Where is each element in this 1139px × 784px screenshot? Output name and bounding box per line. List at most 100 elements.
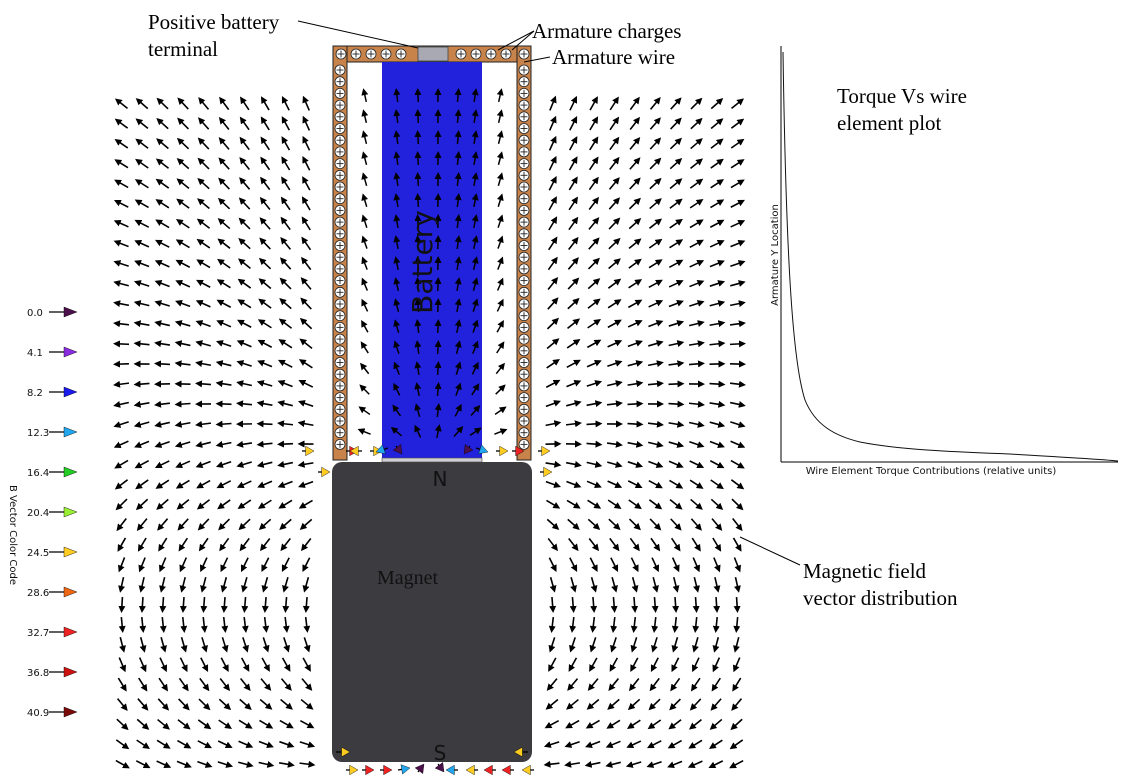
field-vector-arrow bbox=[690, 677, 701, 692]
strong-field-arrow bbox=[501, 764, 514, 776]
field-vector-arrow bbox=[649, 137, 662, 150]
field-vector-arrow bbox=[299, 741, 316, 748]
field-vector-arrow bbox=[627, 319, 643, 328]
armature-charge bbox=[518, 298, 530, 310]
field-vector-arrow bbox=[606, 719, 621, 729]
armature-charge bbox=[334, 169, 346, 181]
field-vector-arrow bbox=[730, 479, 745, 490]
strong-field-arrow bbox=[434, 762, 445, 773]
battery-field-vector-arrow bbox=[434, 340, 442, 355]
field-vector-arrow bbox=[118, 576, 125, 593]
field-vector-arrow bbox=[154, 360, 171, 368]
armature-charge bbox=[334, 64, 346, 76]
field-vector-arrow bbox=[301, 196, 311, 211]
battery-field-vector-arrow bbox=[393, 235, 401, 250]
field-vector-arrow bbox=[134, 459, 150, 469]
strong-field-arrow bbox=[375, 444, 389, 455]
field-vector-arrow bbox=[547, 236, 558, 251]
field-vector-arrow bbox=[133, 320, 150, 328]
field-vector-arrow bbox=[626, 719, 641, 729]
field-vector-arrow bbox=[238, 740, 254, 749]
field-vector-arrow bbox=[303, 616, 311, 633]
armature-charge bbox=[334, 204, 346, 216]
legend-entry-arrowhead bbox=[63, 386, 78, 398]
field-vector-arrow bbox=[567, 297, 580, 310]
legend-entry-arrowhead bbox=[63, 506, 78, 518]
field-vector-arrow bbox=[283, 637, 290, 653]
field-vector-arrow bbox=[688, 739, 703, 749]
field-vector-arrow bbox=[197, 157, 210, 170]
field-vector-arrow bbox=[302, 95, 311, 111]
field-vector-arrow bbox=[135, 98, 149, 110]
armature-charge bbox=[334, 368, 346, 380]
field-vector-arrow bbox=[258, 518, 272, 531]
field-vector-arrow bbox=[672, 577, 680, 593]
field-vector-arrow bbox=[692, 596, 700, 613]
armature-charge bbox=[334, 158, 346, 170]
field-vector-arrow bbox=[586, 698, 600, 710]
field-vector-arrow bbox=[688, 421, 705, 428]
armature-charge bbox=[350, 48, 362, 60]
armature-charge bbox=[518, 99, 530, 111]
battery-field-vector-arrow bbox=[434, 298, 442, 313]
field-vector-arrow bbox=[627, 480, 643, 489]
field-vector-arrow bbox=[277, 480, 293, 488]
strong-field-vectors bbox=[302, 444, 553, 776]
field-vector-arrow bbox=[631, 577, 639, 593]
field-vector-arrow bbox=[546, 678, 558, 691]
field-vector-arrow bbox=[668, 719, 682, 730]
field-vector-arrow bbox=[261, 596, 269, 613]
armature-charge bbox=[518, 134, 530, 146]
field-vector-arrow bbox=[178, 537, 189, 552]
field-vector-arrow bbox=[139, 616, 147, 633]
battery-field-vector-arrow bbox=[496, 277, 504, 291]
field-vector-arrow bbox=[586, 420, 603, 428]
battery-field-vector-arrow bbox=[414, 193, 422, 208]
legend-entry-arrowhead bbox=[63, 626, 78, 638]
field-vector-arrow bbox=[627, 299, 643, 309]
field-vector-arrow bbox=[693, 577, 700, 593]
plot-title: Torque Vs wire bbox=[837, 84, 967, 108]
armature-charge bbox=[334, 403, 346, 415]
field-vector-arrow bbox=[667, 760, 683, 768]
field-vector-arrow bbox=[628, 499, 642, 510]
field-vector-arrow bbox=[648, 698, 661, 711]
armature-charge bbox=[334, 146, 346, 158]
field-vector-arrow bbox=[300, 698, 314, 710]
field-vector-arrow bbox=[692, 557, 701, 573]
armature-charge bbox=[334, 380, 346, 392]
field-vector-arrow bbox=[135, 498, 149, 511]
field-vector-arrow bbox=[688, 340, 705, 348]
field-vector-arrow bbox=[627, 340, 643, 348]
field-vector-arrow bbox=[135, 138, 149, 149]
armature-charge bbox=[518, 310, 530, 322]
field-vector-arrow bbox=[568, 136, 578, 151]
armature-charge bbox=[334, 134, 346, 146]
field-vector-arrow bbox=[115, 759, 130, 769]
field-vector-arrow bbox=[607, 319, 622, 329]
field-vector-arrow bbox=[280, 537, 291, 552]
armature-charge bbox=[518, 251, 530, 263]
field-vector-arrow bbox=[200, 616, 208, 633]
field-vector-arrow bbox=[629, 177, 641, 190]
strong-field-arrow bbox=[362, 764, 375, 776]
field-vector-arrow bbox=[258, 761, 275, 768]
field-vector-arrow bbox=[709, 400, 726, 408]
field-vector-arrow bbox=[569, 115, 578, 131]
field-vector-arrow bbox=[586, 339, 602, 349]
field-vector-arrow bbox=[630, 616, 638, 633]
field-vector-arrow bbox=[134, 199, 149, 209]
field-vector-arrow bbox=[733, 616, 741, 633]
field-vector-arrow bbox=[548, 115, 557, 131]
field-vector-arrow bbox=[607, 698, 620, 710]
field-vector-arrow bbox=[175, 300, 191, 308]
field-vector-arrow bbox=[628, 258, 642, 269]
field-vector-arrow bbox=[605, 761, 621, 768]
field-vector-arrow bbox=[648, 279, 663, 289]
field-vector-arrow bbox=[256, 420, 273, 428]
battery-field-vector-arrow bbox=[496, 320, 504, 333]
south-pole-label: S bbox=[434, 741, 447, 765]
field-vector-arrow bbox=[114, 118, 129, 129]
field-vector-arrow bbox=[628, 238, 642, 250]
armature-charge bbox=[518, 123, 530, 134]
